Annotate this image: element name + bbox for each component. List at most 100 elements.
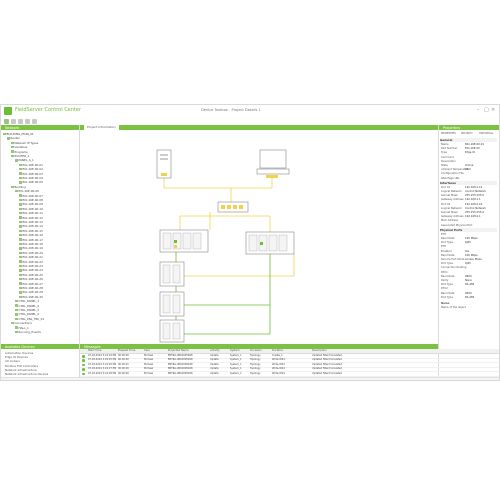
new-icon[interactable] xyxy=(4,119,9,124)
tree-node[interactable]: EIO-16E-00-06 xyxy=(15,189,39,193)
tree-node[interactable]: EIO-16E-00-05 xyxy=(19,180,43,184)
tree-node[interactable]: EIO-16E-00-29 xyxy=(19,290,43,294)
property-value[interactable]: 255.255.255.0 xyxy=(465,211,484,214)
property-value[interactable]: 255.255.255.0 xyxy=(465,194,484,198)
interface-property-row[interactable]: Associated Physical Port xyxy=(441,224,497,228)
undo-icon[interactable] xyxy=(25,119,30,124)
property-value[interactable]: Edge IO xyxy=(465,151,476,155)
property-value[interactable]: RS-485 xyxy=(465,295,475,299)
section-physical-ports[interactable]: Physical Ports xyxy=(440,227,497,232)
property-value[interactable]: RJ45 xyxy=(465,262,471,266)
tree-node[interactable]: EIO-16E-00-26 xyxy=(19,277,43,281)
redo-icon[interactable] xyxy=(32,119,37,124)
tree-node[interactable]: EIO-16E-00-09 xyxy=(19,202,43,206)
section-general[interactable]: General xyxy=(440,138,497,142)
property-value[interactable]: Yes xyxy=(465,249,470,253)
tab-project-information[interactable]: Project Information xyxy=(84,125,119,130)
tree-node[interactable]: Building xyxy=(11,185,26,189)
property-value[interactable]: 25 C xyxy=(465,168,471,172)
tree-node[interactable]: Router xyxy=(7,136,20,140)
tree-node[interactable]: EIO-16E-00-17 xyxy=(19,238,43,242)
tree-node[interactable]: EIO-16E-00-20 xyxy=(19,251,43,255)
workstation-device[interactable] xyxy=(256,149,290,178)
property-value[interactable]: RS-485 xyxy=(465,283,475,287)
tree-node[interactable]: CTRL_PANEL_2 xyxy=(15,304,39,308)
network-switch-device[interactable] xyxy=(217,201,249,213)
column-header[interactable]: User xyxy=(144,349,150,352)
physical-property-row[interactable]: Connection Routing xyxy=(441,266,497,270)
property-row[interactable]: Web Page URL xyxy=(441,177,497,181)
tree-node[interactable]: HALL_1 xyxy=(15,326,29,330)
column-header[interactable]: Duration xyxy=(272,349,284,352)
tree-node[interactable]: EIO-16E-00-07 xyxy=(19,194,43,198)
save-icon[interactable] xyxy=(18,119,23,124)
column-header[interactable]: System xyxy=(230,349,240,352)
tree-node[interactable]: EIO-16E-00-10 xyxy=(19,207,43,211)
tree-node[interactable]: EIO-16E-00-24 xyxy=(19,268,43,272)
tree-node[interactable]: EIO-16E-00-27 xyxy=(19,282,43,286)
tree-node[interactable]: EIO-16E-00-22 xyxy=(19,260,43,264)
properties-tab[interactable]: PROPERTIES xyxy=(441,132,456,135)
column-header[interactable]: Elapsed Time xyxy=(118,349,136,352)
interface-property-row[interactable]: MAC Address xyxy=(441,219,497,223)
physical-property-row[interactable]: ETH xyxy=(441,233,497,237)
tree-node[interactable]: EIO-16E-00-19 xyxy=(19,246,43,250)
tree-node[interactable]: EIO-16E-00-21 xyxy=(19,255,43,259)
tree-node[interactable]: EIO-16E-00-12 xyxy=(19,216,43,220)
column-header[interactable]: Description xyxy=(312,349,327,352)
property-value[interactable]: 100 Mbps xyxy=(465,253,478,257)
minimize-icon[interactable]: – xyxy=(477,107,480,113)
io-module-3[interactable] xyxy=(159,319,185,343)
column-header[interactable]: Occasion xyxy=(250,349,262,352)
property-row[interactable]: Description xyxy=(441,160,497,164)
io-module-1[interactable] xyxy=(159,261,185,287)
tree-node[interactable]: EIO-16E-00-14 xyxy=(19,224,43,228)
device-category-item[interactable]: Modbus TCP Controllers xyxy=(5,363,39,368)
property-value[interactable]: BIO-16E-00-01 xyxy=(465,143,485,146)
device-category-item[interactable]: I/O Linkers xyxy=(5,359,20,364)
tree-node[interactable]: Variables xyxy=(11,145,27,149)
property-row[interactable]: Configuration File xyxy=(441,172,497,176)
tree-node[interactable]: Running_Events xyxy=(15,330,41,334)
tree-node[interactable]: CTRL_PANEL_1 xyxy=(15,299,39,303)
property-value[interactable]: 9600 xyxy=(465,291,472,295)
tree-node[interactable]: EIO-16E-00-15 xyxy=(19,229,43,233)
property-value[interactable]: Control Network xyxy=(465,190,487,193)
controller-panel-right[interactable] xyxy=(245,231,295,255)
close-icon[interactable]: × xyxy=(491,107,496,113)
tree-node[interactable]: EIO-16E-00-11 xyxy=(19,211,43,215)
tree-node[interactable]: Network IP Types xyxy=(11,141,38,145)
open-icon[interactable] xyxy=(11,119,16,124)
properties-tab[interactable]: SECURITY xyxy=(461,132,473,135)
property-value[interactable]: 192.168.2.10 xyxy=(465,202,483,206)
device-category-item[interactable]: Network Infrastructure devices xyxy=(5,372,49,376)
properties-tab[interactable]: HISTORICAL xyxy=(479,132,494,135)
tree-node[interactable]: EIO-16E-00-04 xyxy=(19,176,43,180)
column-header[interactable]: Projected Name xyxy=(168,349,189,352)
maximize-icon[interactable]: □ xyxy=(484,107,489,113)
column-header[interactable]: Activity xyxy=(210,349,220,352)
property-value[interactable]: Online xyxy=(465,164,474,167)
tree-node[interactable]: EIO-16E-00-08 xyxy=(19,198,43,202)
property-value[interactable]: 9600 xyxy=(465,274,472,278)
tree-node[interactable]: EIO-16E-00-30 xyxy=(19,295,43,299)
property-value[interactable]: 192.168.1.1 xyxy=(465,198,481,202)
property-value[interactable]: RJ45 xyxy=(465,241,471,245)
tree-node[interactable]: EIO-16E-00-28 xyxy=(19,286,43,290)
